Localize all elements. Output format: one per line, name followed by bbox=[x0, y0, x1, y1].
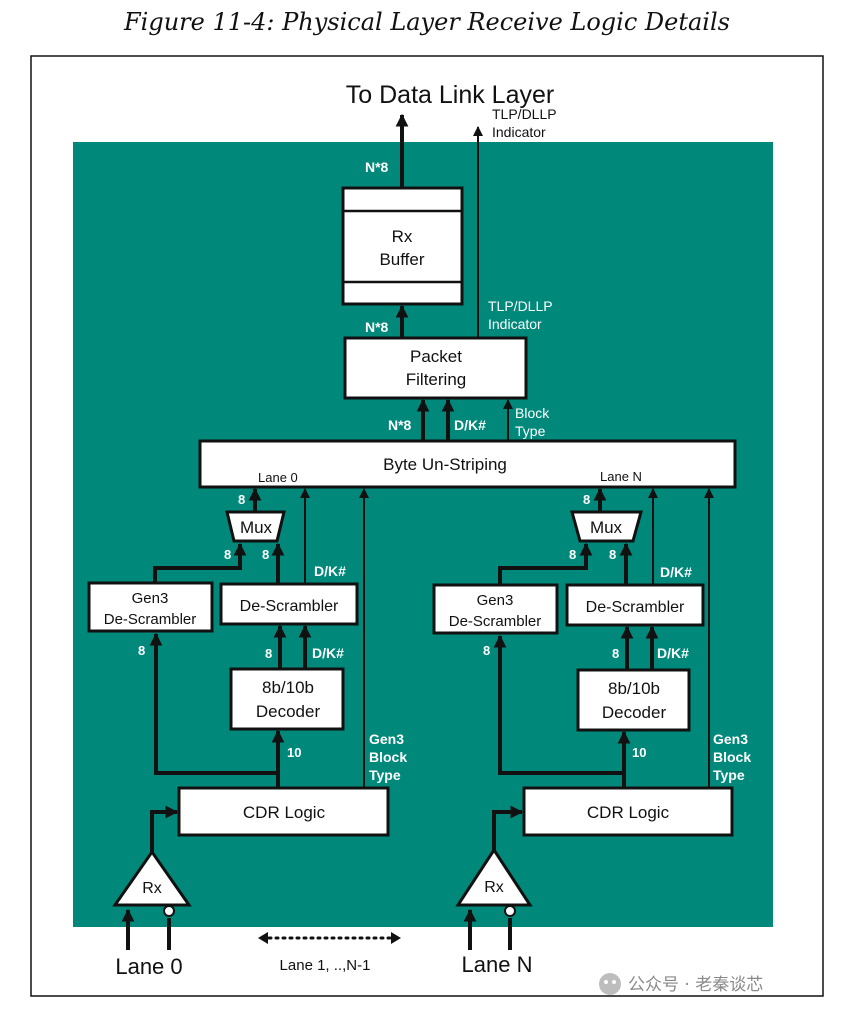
laneN-gen3-block-line2: Block bbox=[713, 749, 751, 765]
lane0-ten-label: 10 bbox=[287, 745, 301, 760]
lane0-mux-out-label: 8 bbox=[238, 492, 245, 507]
packet-filtering-label-line1: Packet bbox=[410, 347, 462, 366]
lane0-mux-in-b-label: 8 bbox=[262, 547, 269, 562]
laneN-gen3-block-line3: Type bbox=[713, 767, 745, 783]
lane0-rx-label: Rx bbox=[142, 880, 162, 897]
packet-filtering-label-line2: Filtering bbox=[406, 370, 466, 389]
laneN-dk-lower-label: D/K# bbox=[657, 645, 689, 661]
watermark-text: 公众号 · 老秦谈芯 bbox=[628, 975, 763, 995]
lane0-gen3-block-line1: Gen3 bbox=[369, 731, 404, 747]
pf-nx8-label: N*8 bbox=[388, 417, 412, 433]
lane0-rx-invert-bubble bbox=[163, 905, 175, 917]
pf-dk-label: D/K# bbox=[454, 417, 486, 433]
mid-tlp-indicator-line1: TLP/DLLP bbox=[488, 298, 553, 314]
outer-frame bbox=[30, 55, 824, 997]
laneN-mux-label: Mux bbox=[590, 518, 623, 537]
lane-N-receive-path: 8 Mux D/K# Gen3 Block Type 8 8 Gen3 De-S… bbox=[432, 487, 751, 977]
lane0-gen3-out-label: 8 bbox=[138, 643, 145, 658]
lane0-gen3-descrambler-line2: De-Scrambler bbox=[104, 611, 197, 628]
middle-lanes-label: Lane 1, ..,N-1 bbox=[280, 957, 371, 974]
figure-caption: Figure 11-4: Physical Layer Receive Logi… bbox=[123, 8, 730, 36]
laneN-decoder-line1: 8b/10b bbox=[608, 679, 660, 698]
laneN-mux-shape bbox=[570, 510, 643, 543]
laneN-rx-invert-bubble bbox=[504, 905, 516, 917]
lane0-gen3-block-line2: Block bbox=[369, 749, 407, 765]
lane0-label: Lane 0 bbox=[115, 954, 182, 979]
rx-buffer-box bbox=[341, 186, 464, 306]
mid-tlp-indicator-line2: Indicator bbox=[488, 316, 542, 332]
rx-buffer-label-line2: Buffer bbox=[379, 250, 424, 269]
unstriping-laneN-label: Lane N bbox=[600, 469, 642, 484]
lane0-decoder-line1: 8b/10b bbox=[262, 678, 314, 697]
lane0-dk-lower-label: D/K# bbox=[312, 645, 344, 661]
pf-block-type-line1: Block bbox=[515, 405, 550, 421]
lane0-gen3-descrambler-box bbox=[87, 581, 214, 633]
watermark: 公众号 · 老秦谈芯 bbox=[599, 973, 763, 995]
laneN-cdr-to-gen3-wire bbox=[493, 634, 624, 775]
lane0-gen3-block-line3: Type bbox=[369, 767, 401, 783]
laneN-rx-to-cdr-wire bbox=[492, 805, 524, 856]
lane0-decoder-box bbox=[229, 667, 345, 731]
pf-block-type-line2: Type bbox=[515, 423, 546, 439]
lane0-mux-in-a-label: 8 bbox=[224, 547, 231, 562]
laneN-mux-in-b-label: 8 bbox=[609, 547, 616, 562]
laneN-cdr-box bbox=[522, 786, 734, 837]
laneN-gen3-descrambler-box bbox=[432, 583, 559, 635]
laneN-gen3-to-mux-wire bbox=[498, 542, 593, 585]
laneN-decoder-box bbox=[576, 668, 691, 732]
laneN-gen3-descrambler-line1: Gen3 bbox=[477, 592, 514, 609]
lane0-gen3-descrambler-line1: Gen3 bbox=[132, 590, 169, 607]
laneN-descrambler-box bbox=[565, 583, 705, 627]
middle-lanes-right-arrowhead bbox=[391, 932, 401, 944]
laneN-gen3-out-label: 8 bbox=[483, 643, 490, 658]
lane-0-receive-path: 8 Mux D/K# Gen3 Block Type 8 8 Gen3 De-S… bbox=[87, 487, 407, 979]
lane0-rx-amplifier bbox=[112, 849, 192, 907]
lane0-dec-out-label: 8 bbox=[265, 646, 272, 661]
to-data-link-layer-label: To Data Link Layer bbox=[346, 81, 554, 109]
laneN-decoder-line2: Decoder bbox=[602, 703, 667, 722]
unstriping-lane0-label: Lane 0 bbox=[258, 470, 298, 485]
lane0-dk-upper-label: D/K# bbox=[314, 563, 346, 579]
laneN-dk-upper-label: D/K# bbox=[660, 564, 692, 580]
lane0-cdr-label: CDR Logic bbox=[243, 803, 326, 822]
byte-unstriping-label: Byte Un-Striping bbox=[383, 455, 507, 474]
laneN-label: Lane N bbox=[462, 952, 533, 977]
top-tlp-indicator-line1: TLP/DLLP bbox=[492, 106, 557, 122]
laneN-dec-out-label: 8 bbox=[612, 646, 619, 661]
laneN-gen3-block-line1: Gen3 bbox=[713, 731, 748, 747]
lane0-descrambler-box bbox=[219, 582, 359, 626]
rx-buffer-label-line1: Rx bbox=[392, 227, 413, 246]
laneN-mux-out-label: 8 bbox=[583, 492, 590, 507]
laneN-rx-label: Rx bbox=[484, 879, 504, 896]
packet-filtering-box bbox=[343, 336, 528, 400]
lane0-gen3-to-mux-wire bbox=[153, 542, 247, 583]
laneN-descrambler-label: De-Scrambler bbox=[586, 599, 685, 616]
wechat-icon bbox=[599, 973, 621, 995]
nx8-top-label: N*8 bbox=[365, 159, 389, 175]
top-tlp-indicator-line2: Indicator bbox=[492, 124, 546, 140]
lane0-decoder-line2: Decoder bbox=[256, 702, 321, 721]
nx8-buffer-label: N*8 bbox=[365, 319, 389, 335]
laneN-cdr-label: CDR Logic bbox=[587, 803, 670, 822]
lane0-descrambler-label: De-Scrambler bbox=[240, 598, 339, 615]
laneN-gen3-descrambler-line2: De-Scrambler bbox=[449, 613, 542, 630]
laneN-ten-label: 10 bbox=[632, 745, 646, 760]
middle-lanes-left-arrowhead bbox=[258, 932, 268, 944]
lane0-cdr-to-gen3-wire bbox=[149, 632, 278, 775]
laneN-mux-in-a-label: 8 bbox=[569, 547, 576, 562]
lane0-cdr-box bbox=[177, 786, 390, 837]
laneN-rx-amplifier bbox=[455, 847, 533, 907]
lane0-mux-label: Mux bbox=[240, 518, 273, 537]
lane0-rx-to-cdr-wire bbox=[150, 805, 179, 858]
byte-unstriping-box bbox=[198, 439, 737, 489]
lane0-mux-shape bbox=[225, 510, 286, 543]
